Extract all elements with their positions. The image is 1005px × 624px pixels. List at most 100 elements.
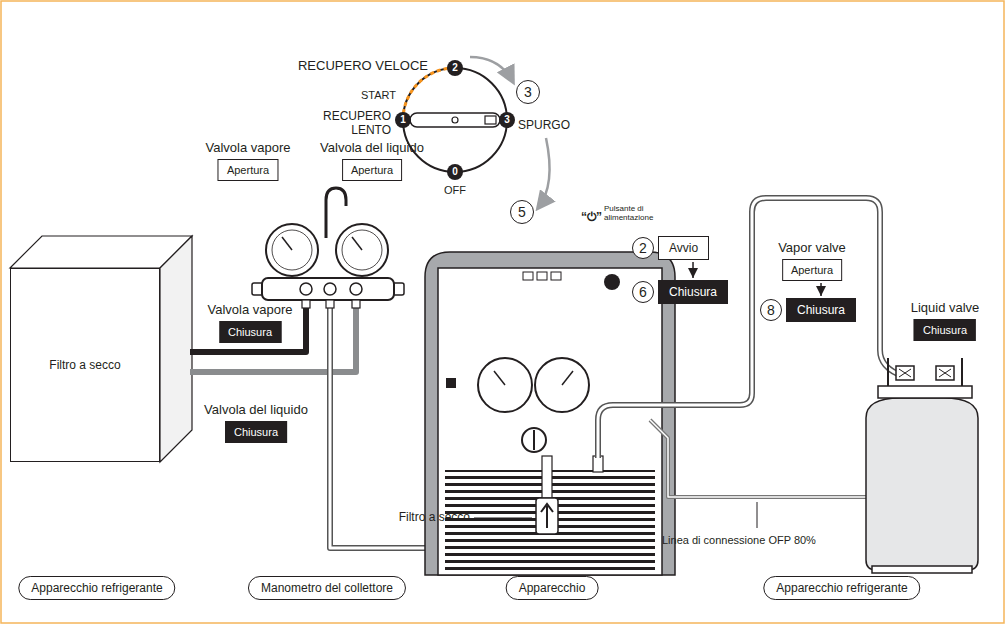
manifold-gauge bbox=[326, 188, 346, 238]
manifold-gauge bbox=[342, 230, 382, 270]
step-box: 8Chiusura bbox=[760, 298, 856, 322]
manifold-gauge bbox=[336, 224, 388, 276]
caption: Manometro del collettore bbox=[261, 581, 393, 595]
recovery-machine bbox=[533, 430, 535, 450]
step-action: Chiusura bbox=[658, 280, 728, 304]
step-number: 8 bbox=[760, 299, 782, 321]
refrigerant-cylinder bbox=[872, 566, 972, 573]
valve-state-box: Valvola del liquidoApertura bbox=[320, 140, 424, 181]
recovery-machine bbox=[562, 371, 573, 385]
step-number: 2 bbox=[632, 237, 654, 259]
step-arrow bbox=[820, 283, 822, 296]
power-button-label: Pulsante di alimentazione bbox=[604, 204, 668, 222]
step-action: Avvio bbox=[658, 236, 709, 260]
step-number: 6 bbox=[632, 281, 654, 303]
hose bbox=[757, 502, 758, 528]
step-number: 3 bbox=[524, 84, 532, 100]
refrigerant-cylinder bbox=[866, 358, 978, 573]
recovery-machine bbox=[446, 378, 456, 388]
mode-label: OFF bbox=[444, 184, 466, 197]
step-action: Chiusura bbox=[786, 298, 856, 322]
step-arrow bbox=[692, 262, 694, 278]
turn-arrow bbox=[538, 138, 550, 208]
step-circle: 5 bbox=[510, 200, 534, 224]
mode-dial bbox=[395, 112, 411, 128]
mode-dial bbox=[403, 68, 455, 120]
recovery-machine bbox=[593, 456, 603, 472]
mode-dial bbox=[485, 116, 496, 124]
manifold-gauge bbox=[350, 283, 362, 295]
valve-state: Chiusura bbox=[914, 319, 976, 341]
valve-name: Valvola vapore bbox=[207, 302, 292, 318]
mode-dial bbox=[410, 113, 500, 127]
caption: Apparecchio bbox=[519, 581, 586, 595]
hose bbox=[598, 198, 903, 458]
refrigerant-unit-box bbox=[10, 236, 192, 462]
dial-number: 1 bbox=[400, 114, 406, 126]
recovery-machine bbox=[522, 428, 546, 452]
recovery-machine bbox=[604, 274, 620, 290]
recovery-machine bbox=[535, 358, 589, 412]
step-circle: 3 bbox=[516, 80, 540, 104]
mode-label: START bbox=[361, 89, 396, 102]
valve-name: Valvola del liquido bbox=[204, 402, 308, 418]
manifold-gauge bbox=[352, 300, 360, 308]
manifold-gauge bbox=[272, 230, 312, 270]
manifold-gauge bbox=[302, 300, 310, 308]
mode-dial bbox=[452, 117, 458, 123]
turn-arrow bbox=[470, 57, 513, 82]
valve-state-box: Liquid valveChiusura bbox=[911, 300, 980, 341]
manifold-gauge bbox=[326, 300, 334, 308]
mode-label: RECUPERO LENTO bbox=[319, 110, 391, 138]
hose bbox=[650, 420, 866, 497]
recovery-machine bbox=[438, 268, 662, 575]
recovery-machine bbox=[536, 498, 558, 534]
power-symbol: “⏻” bbox=[581, 211, 602, 225]
mode-label: SPURGO bbox=[518, 119, 570, 133]
recovery-machine bbox=[478, 358, 532, 412]
recovery-machine bbox=[542, 456, 552, 498]
caption: Apparecchio refrigerante bbox=[776, 581, 907, 595]
manifold-gauge bbox=[266, 224, 318, 276]
mode-dial bbox=[499, 112, 515, 128]
valve-state-box: Valvola vaporeChiusura bbox=[207, 302, 292, 343]
valve-state: Apertura bbox=[342, 159, 402, 181]
valve-name: Valvola del liquido bbox=[320, 140, 424, 156]
recovery-machine bbox=[537, 272, 547, 280]
recovery-machine bbox=[551, 272, 561, 280]
refrigerant-cylinder bbox=[899, 369, 951, 377]
manifold-gauge bbox=[324, 283, 336, 295]
valve-state-box: Valvola vaporeApertura bbox=[205, 140, 290, 181]
caption-pill: Manometro del collettore bbox=[248, 576, 406, 600]
valve-state-box: Valvola del liquidoChiusura bbox=[204, 402, 308, 443]
recovery-machine bbox=[425, 252, 675, 575]
mode-dial bbox=[395, 60, 515, 180]
recovery-machine bbox=[494, 371, 505, 385]
line-label: Linea di connessione OFP 80% bbox=[662, 534, 816, 547]
recovery-machine bbox=[541, 504, 553, 528]
dial-number: 3 bbox=[504, 114, 510, 126]
recovery-machine bbox=[523, 272, 533, 280]
refrigerant-unit-box bbox=[160, 236, 192, 462]
unit-label: Filtro a secco bbox=[49, 358, 120, 372]
step-box: 2Avvio bbox=[632, 236, 709, 260]
mode-dial bbox=[447, 164, 463, 180]
step-number: 5 bbox=[518, 204, 526, 220]
valve-state-box: Vapor valveApertura bbox=[778, 240, 846, 281]
mode-dial bbox=[447, 60, 463, 76]
part-label: Filtro a secco bbox=[399, 511, 470, 525]
valve-name: Vapor valve bbox=[778, 240, 846, 256]
refrigerant-cylinder bbox=[878, 386, 972, 398]
recovery-machine bbox=[425, 252, 675, 575]
manifold-gauge bbox=[352, 237, 362, 250]
step-box: 6Chiusura bbox=[632, 280, 728, 304]
valve-state: Chiusura bbox=[225, 421, 287, 443]
recovery-machine bbox=[474, 518, 532, 519]
manifold-gauge bbox=[252, 188, 404, 308]
mode-label: RECUPERO VELOCE bbox=[298, 59, 428, 74]
hose bbox=[650, 420, 866, 497]
hose bbox=[598, 198, 903, 528]
mode-dial bbox=[403, 68, 507, 172]
dial-number: 0 bbox=[452, 166, 458, 178]
